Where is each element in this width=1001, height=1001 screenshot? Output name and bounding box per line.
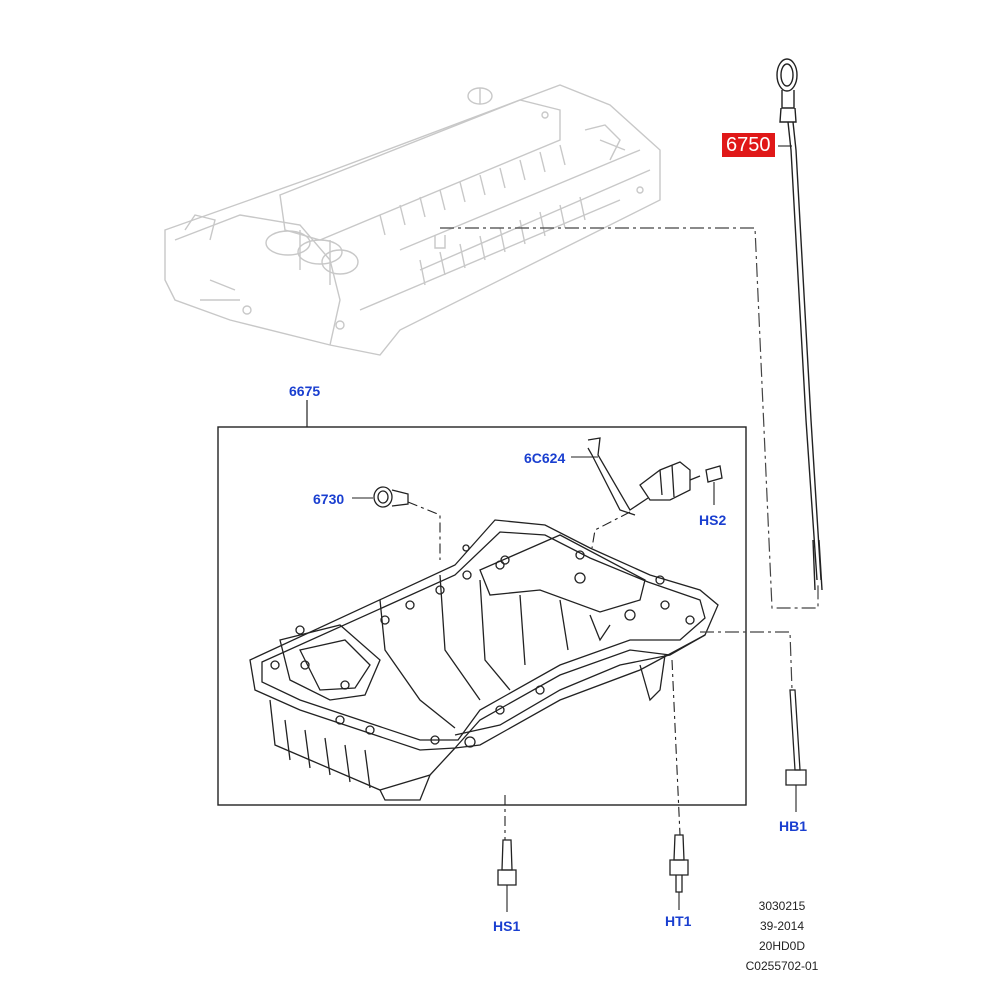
callout-6730[interactable]: 6730 xyxy=(313,491,345,507)
callout-6c624[interactable]: 6C624 xyxy=(524,450,566,466)
callout-hs1[interactable]: HS1 xyxy=(493,918,521,934)
cam-cover-ghost xyxy=(164,84,661,356)
leader-pan-to-hb1 xyxy=(700,631,793,691)
leader-cover-to-dipstick xyxy=(440,227,819,609)
reference-line-3: 20HD0D xyxy=(758,939,806,953)
reference-line-4: C0255702-01 xyxy=(745,959,819,973)
reference-line-2: 39-2014 xyxy=(759,919,805,933)
reference-block: 3030215 39-2014 20HD0D C0255702-01 xyxy=(737,896,823,976)
bolt-hb1-part xyxy=(785,689,807,812)
stud-bolt-ht1-part xyxy=(669,659,689,910)
callout-ht1[interactable]: HT1 xyxy=(665,913,692,929)
oil-pan-part xyxy=(249,519,719,801)
oil-pan-assembly-frame xyxy=(217,400,747,806)
dipstick-part xyxy=(776,58,823,591)
drain-plug-part xyxy=(352,486,441,560)
oil-return-tube-part xyxy=(571,437,691,549)
callout-6675[interactable]: 6675 xyxy=(289,383,321,399)
callout-hs2[interactable]: HS2 xyxy=(699,512,727,528)
screw-hs2-part xyxy=(689,465,723,505)
callout-hb1[interactable]: HB1 xyxy=(779,818,808,834)
reference-line-1: 3030215 xyxy=(758,899,806,913)
callout-6750[interactable]: 6750 xyxy=(722,133,775,157)
bolt-hs1-part xyxy=(497,795,517,912)
